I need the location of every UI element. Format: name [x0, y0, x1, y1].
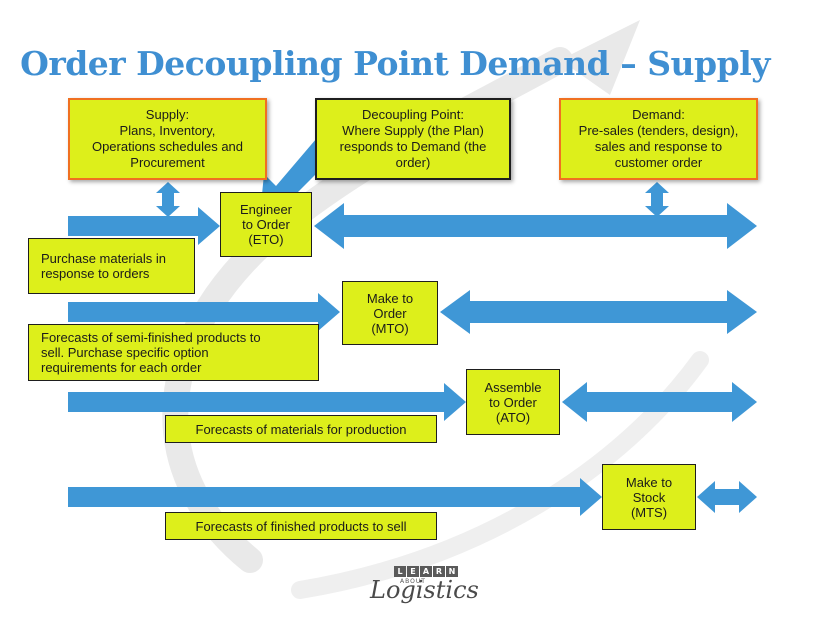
strategy-eto: Engineer to Order (ETO)	[220, 192, 312, 257]
demand-arrow-eto	[314, 203, 757, 249]
supply-box: Supply: Plans, Inventory, Operations sch…	[68, 98, 267, 180]
supply-arrow-mto	[68, 293, 340, 331]
supply-box-text: Supply: Plans, Inventory, Operations sch…	[91, 107, 244, 170]
decoupling-point-text: Decoupling Point: Where Supply (the Plan…	[339, 107, 487, 170]
note-mts-text: Forecasts of finished products to sell	[195, 518, 407, 534]
note-mto: Forecasts of semi-finished products to s…	[28, 324, 319, 381]
note-eto-text: Purchase materials in response to orders	[41, 251, 166, 281]
page-title: Order Decoupling Point Demand – Supply	[20, 44, 770, 83]
supply-vertical-arrow	[156, 182, 180, 217]
supply-arrow-ato	[68, 383, 466, 421]
demand-box: Demand: Pre-sales (tenders, design), sal…	[559, 98, 758, 180]
strategy-mts: Make to Stock (MTS)	[602, 464, 696, 530]
note-eto: Purchase materials in response to orders	[28, 238, 195, 294]
decoupling-point-box: Decoupling Point: Where Supply (the Plan…	[315, 98, 511, 180]
logo-letter: L	[394, 566, 406, 577]
note-mto-text: Forecasts of semi-finished products to s…	[41, 330, 261, 375]
note-ato-text: Forecasts of materials for production	[195, 421, 407, 437]
logo-word: Logistics	[370, 576, 479, 604]
logo-letter: A	[420, 566, 432, 577]
strategy-ato: Assemble to Order (ATO)	[466, 369, 560, 435]
strategy-mto: Make to Order (MTO)	[342, 281, 438, 345]
note-ato: Forecasts of materials for production	[165, 415, 437, 443]
strategy-mto-label: Make to Order (MTO)	[366, 290, 414, 336]
logo-letters: L E A R N	[394, 566, 458, 577]
logo-letter: N	[446, 566, 458, 577]
logo-letter: E	[407, 566, 419, 577]
logo-letter: R	[433, 566, 445, 577]
demand-arrow-mto	[440, 290, 757, 334]
strategy-mts-label: Make to Stock (MTS)	[625, 474, 673, 520]
supply-arrow-eto	[68, 207, 220, 245]
strategy-ato-label: Assemble to Order (ATO)	[484, 379, 542, 425]
demand-box-text: Demand: Pre-sales (tenders, design), sal…	[578, 107, 739, 170]
supply-arrow-mts	[68, 478, 602, 516]
demand-arrow-ato	[562, 382, 757, 422]
demand-vertical-arrow	[645, 182, 669, 217]
logo-about: ABOUT	[400, 578, 426, 585]
strategy-eto-label: Engineer to Order (ETO)	[239, 202, 293, 247]
learn-about-logistics-logo: L E A R N ABOUT Logistics	[370, 566, 480, 610]
demand-arrow-mts	[697, 481, 757, 513]
note-mts: Forecasts of finished products to sell	[165, 512, 437, 540]
